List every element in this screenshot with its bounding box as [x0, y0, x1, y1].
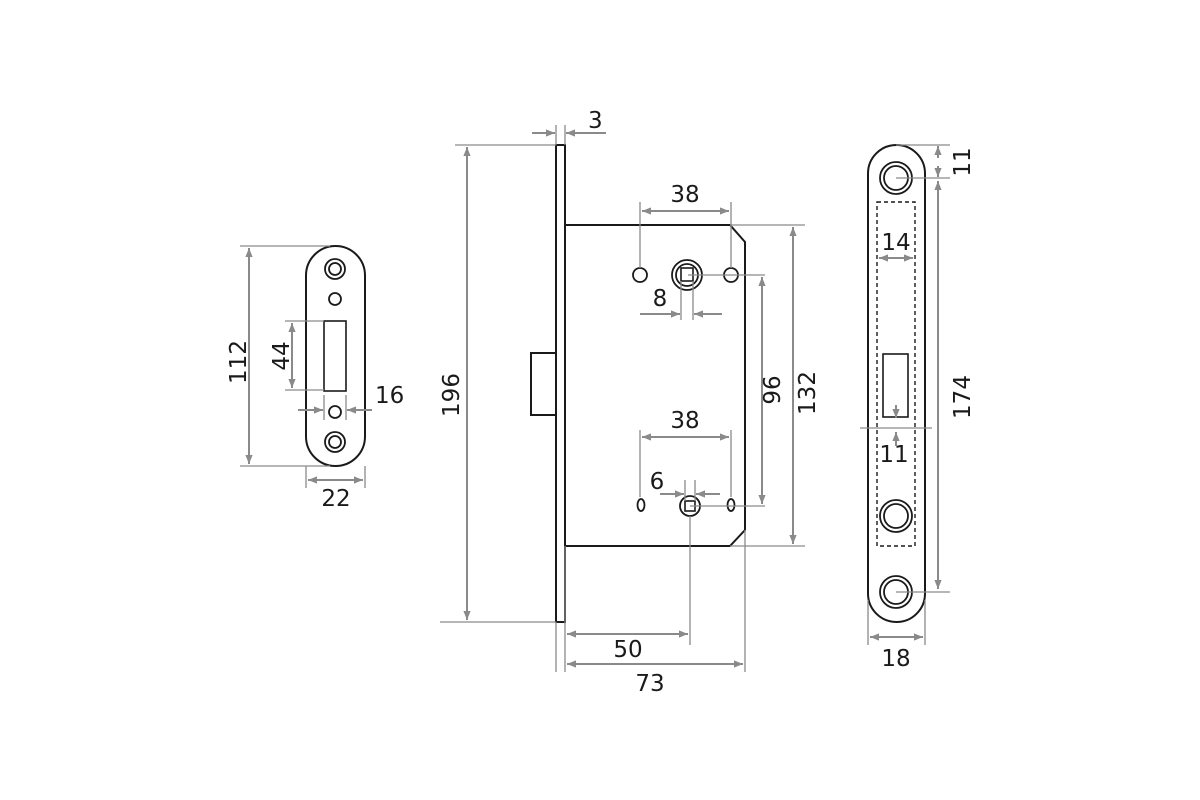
dim-label-end-offset: 11	[950, 147, 976, 176]
dim-label-case-height: 132	[795, 371, 821, 415]
strike-bottom-hole-inner	[328, 435, 342, 449]
lock-case	[564, 224, 746, 547]
dim-label-thumbturn-size: 6	[650, 469, 665, 495]
dim-label-strike-opening-height: 44	[269, 341, 295, 370]
lock-faceplate	[555, 144, 566, 623]
strike-bolt-hole	[328, 405, 342, 419]
dim-label-strike-width: 22	[321, 486, 350, 512]
bolt-screw-hole-right	[726, 498, 736, 512]
handle-screw-hole-left	[632, 267, 648, 283]
dim-label-strike-height: 112	[226, 340, 252, 384]
dim-label-faceplate-thickness: 3	[588, 108, 603, 134]
dim-label-case-depth: 73	[635, 671, 664, 697]
lock-body: 3 196 38 8 96 132 38 6	[439, 108, 821, 697]
latch-bolt	[530, 352, 559, 416]
dim-label-slot-offset: 11	[879, 442, 908, 468]
dim-label-hole-spacing: 174	[950, 375, 976, 419]
bolt-screw-hole-left	[636, 498, 646, 512]
dim-label-faceplate-height: 196	[439, 373, 465, 417]
strike-top-hole-inner	[328, 262, 342, 276]
dim-label-faceplate-width: 18	[881, 646, 910, 672]
dim-label-backset: 50	[613, 637, 642, 663]
strike-plate: 112 44 16 22	[226, 245, 404, 512]
lock-faceplate-front-view: 11 14 174 11 18	[860, 144, 976, 672]
dim-label-handle-to-bolt: 96	[760, 375, 786, 404]
dim-label-bolt-hole-spacing: 38	[670, 408, 699, 434]
strike-latch-opening	[323, 320, 347, 392]
dim-label-handle-hole-spacing: 38	[670, 182, 699, 208]
front-case-outline-hidden	[876, 201, 916, 547]
dim-label-spindle-size: 8	[653, 286, 668, 312]
strike-small-hole	[328, 292, 342, 306]
dim-label-slot-width: 14	[881, 230, 910, 256]
dim-label-strike-opening-width: 16	[375, 383, 404, 409]
front-middle-hole-inner	[883, 503, 909, 529]
